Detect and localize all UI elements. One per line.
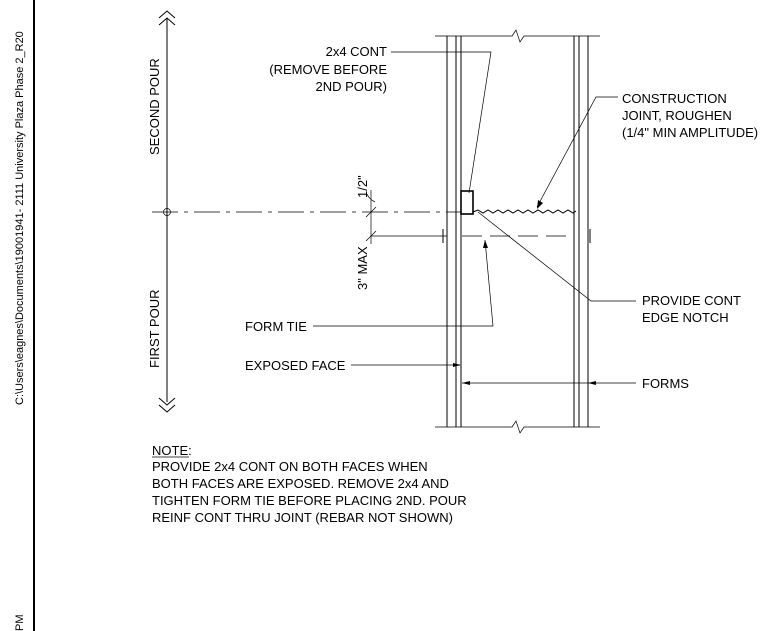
top-double-chevron [158,10,176,26]
half-inch-leader [366,193,376,203]
edge-notch-label-line2: EDGE NOTCH [642,310,729,325]
edge-notch-leader [477,211,636,302]
cont-2x4-leader [391,51,492,194]
note-line-4: REINF CONT THRU JOINT (REBAR NOT SHOWN) [152,510,453,525]
form-tie-arrow [483,240,488,248]
note-line-1: PROVIDE 2x4 CONT ON BOTH FACES WHEN [152,459,428,474]
construction-joint-label-line2: JOINT, ROUGHEN [622,108,732,123]
cont-2x4-label-line1: 2x4 CONT [326,44,387,59]
construction-joint-arrow [537,200,543,209]
two-by-four-block [460,190,474,215]
top-break-line [435,29,600,43]
note-heading: NOTE: [152,443,192,458]
form-tie-label: FORM TIE [245,319,307,334]
cont-2x4-label-line3: 2ND POUR) [315,79,387,94]
note-line-3: TIGHTEN FORM TIE BEFORE PLACING 2ND. POU… [152,493,467,508]
exposed-face-arrow [453,363,461,367]
edge-notch-label-line1: PROVIDE CONT [642,293,741,308]
construction-joint-leader [536,96,618,208]
forms-arrow-left [462,381,470,385]
bottom-break-line [435,420,600,434]
exposed-face-label: EXPOSED FACE [245,358,346,373]
dimension-tick-upper [365,206,377,218]
construction-joint-label-line1: CONSTRUCTION [622,91,727,106]
construction-joint-rough-line [472,209,577,214]
bottom-double-chevron [158,397,176,413]
three-inch-max-dimension: 3" MAX [355,246,370,290]
note-line-2: BOTH FACES ARE EXPOSED. REMOVE 2x4 AND [152,476,449,491]
forms-label: FORMS [642,376,689,391]
second-pour-label: SECOND POUR [147,58,162,155]
half-inch-dimension: 1/2" [355,175,370,198]
file-path-text: C:\Users\eagnes\Documents\19001941- 2111… [14,31,26,405]
forms-arrow-right [588,381,596,385]
cont-2x4-label-line2: (REMOVE BEFORE [269,62,387,77]
first-pour-label: FIRST POUR [147,290,162,369]
construction-joint-label-line3: (1/4" MIN AMPLITUDE) [622,125,758,140]
form-tie-leader [313,239,494,327]
time-suffix-text: PM [14,615,26,631]
